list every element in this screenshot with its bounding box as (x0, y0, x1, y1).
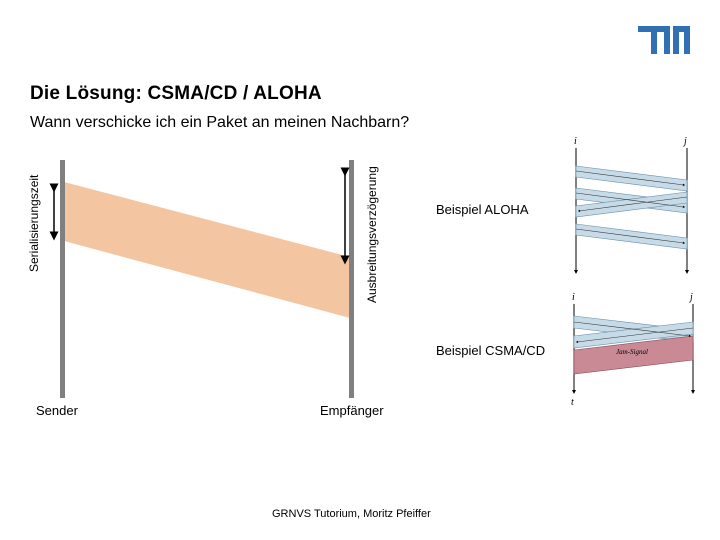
aloha-frame-4 (575, 223, 688, 250)
csma-node-i-label: i (572, 292, 575, 303)
aloha-example-label: Beispiel ALOHA (436, 202, 529, 217)
aloha-frame-1 (575, 165, 688, 192)
csma-example-label: Beispiel CSMA/CD (436, 343, 546, 358)
receiver-label: Empfänger (320, 403, 384, 418)
aloha-example (574, 148, 689, 274)
transmission-band (64, 182, 350, 318)
serialization-label: Serialisierungszeit (27, 174, 41, 272)
csma-jam-signal (573, 335, 694, 375)
page-subtitle: Wann verschicke ich ein Paket an meinen … (30, 114, 410, 131)
sender-label: Sender (36, 403, 78, 418)
tum-logo (638, 26, 690, 54)
aloha-node-i-label: i (574, 136, 577, 147)
propagation-label: Ausbreitungsverzögerung (365, 166, 379, 303)
jam-signal-label: Jam-Signal (616, 348, 648, 356)
page-title: Die Lösung: CSMA/CD / ALOHA (30, 83, 322, 104)
sender-timeline (60, 160, 65, 398)
aloha-node-j-label: j (684, 136, 687, 147)
aloha-frame-3 (575, 191, 688, 218)
csma-node-j-label: j (690, 292, 693, 303)
csma-time-label: t (571, 397, 574, 408)
footer-text: GRNVS Tutorium, Moritz Pfeiffer (272, 508, 431, 520)
csma-example (572, 304, 695, 394)
receiver-timeline (349, 160, 354, 398)
